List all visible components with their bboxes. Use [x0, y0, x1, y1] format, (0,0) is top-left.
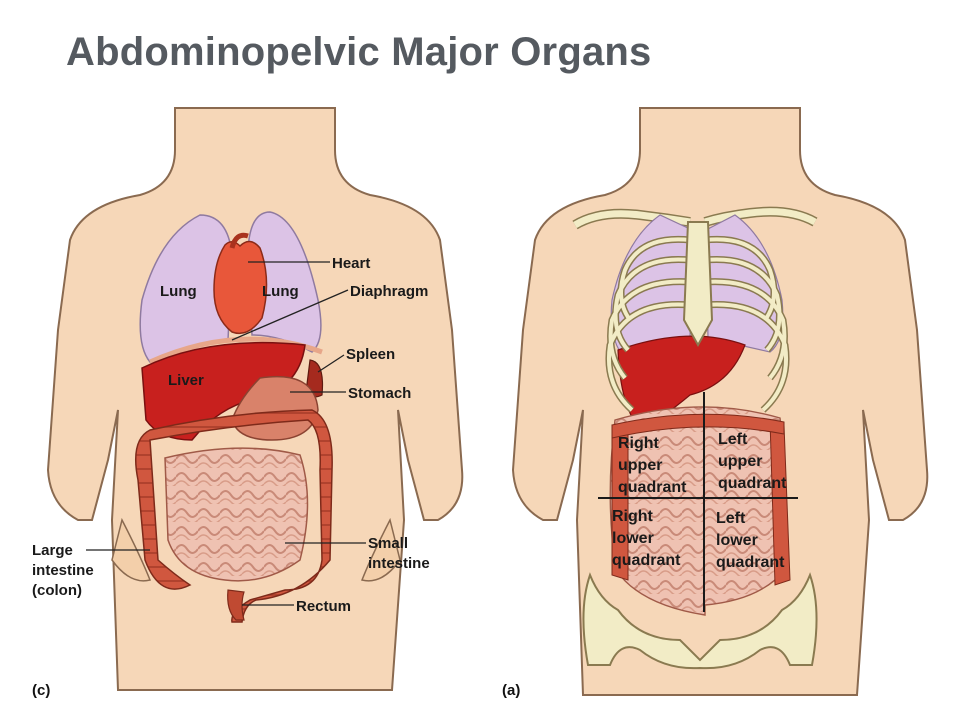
luq-line-3: quadrant [718, 475, 787, 492]
heart-organ [213, 240, 268, 335]
large-intestine-line-1: Large [32, 542, 73, 559]
aorta [229, 232, 249, 249]
large-intestine-organ [135, 409, 333, 623]
llq-line-1: Left [716, 510, 746, 527]
luq-line-1: Left [718, 431, 748, 448]
quadrant-left-lower: Left lower quadrant [716, 510, 785, 571]
left-figure: Heart Lung Lung Diaphragm Spleen Liver S… [32, 107, 464, 699]
sternum [682, 221, 714, 348]
spleen-label: Spleen [346, 346, 395, 363]
right-torso [511, 107, 929, 696]
ruq-line-1: Right [618, 435, 660, 452]
ruq-line-2: upper [618, 457, 662, 474]
panel-label-a: (a) [502, 682, 520, 699]
luq-line-2: upper [718, 453, 762, 470]
left-hand-left [360, 517, 401, 582]
rectum-label: Rectum [296, 598, 351, 615]
small-intestine-line-1: Small [368, 535, 408, 552]
small-intestine-label: Small intestine [368, 535, 430, 572]
quadrant-right-lower: Right lower quadrant [612, 508, 681, 569]
clavicle-left-fill [703, 208, 817, 226]
rectum-organ [227, 589, 245, 621]
clavicle-right-fill [573, 210, 691, 229]
large-intestine-line-3: (colon) [32, 582, 82, 599]
ruq-line-3: quadrant [618, 479, 687, 496]
lung-label-left: Lung [262, 283, 299, 300]
lung-label-right: Lung [160, 283, 197, 300]
large-intestine-line-2: intestine [32, 562, 94, 579]
colon-a-top [611, 413, 785, 439]
panel-label-c: (c) [32, 682, 50, 699]
large-intestine-label: Large intestine (colon) [32, 542, 98, 599]
small-intestine-organ [164, 447, 309, 582]
diaphragm-leader [231, 289, 349, 341]
quadrant-left-upper: Left upper quadrant [718, 431, 787, 492]
small-intestine-line-2: intestine [368, 555, 430, 572]
rlq-line-2: lower [612, 530, 654, 547]
stomach-label: Stomach [348, 385, 411, 402]
liver-label: Liver [168, 372, 204, 389]
rlq-line-1: Right [612, 508, 654, 525]
rib-cage-fill [607, 237, 788, 412]
right-figure: Right upper quadrant Left upper quadrant… [502, 107, 929, 699]
heart-label: Heart [332, 255, 370, 272]
llq-line-2: lower [716, 532, 758, 549]
diaphragm-label: Diaphragm [350, 283, 428, 300]
pelvis [582, 572, 818, 670]
spleen-leader [317, 354, 345, 373]
left-lung-left [247, 211, 322, 353]
quadrant-right-upper: Right upper quadrant [618, 435, 687, 496]
llq-line-3: quadrant [716, 554, 785, 571]
page-title: Abdominopelvic Major Organs [66, 30, 652, 74]
rlq-line-3: quadrant [612, 552, 681, 569]
